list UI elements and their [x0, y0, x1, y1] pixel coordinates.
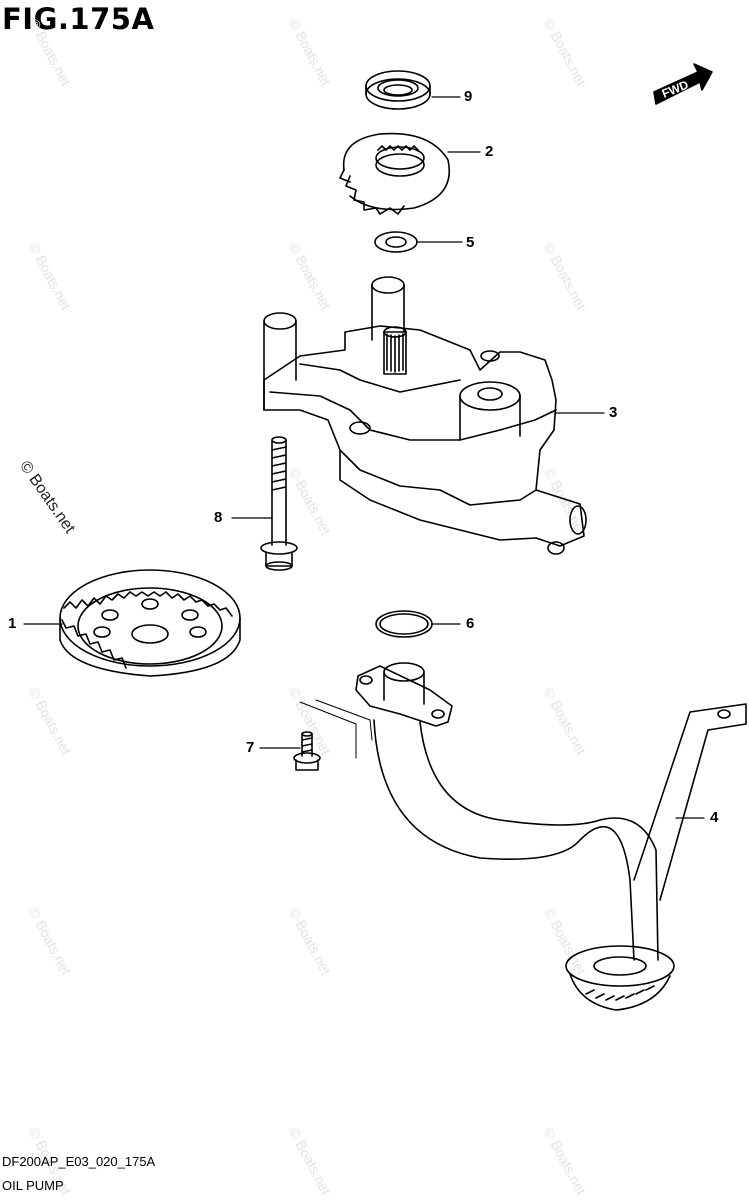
- washer-part5: [374, 231, 418, 253]
- fwd-arrow-icon: FWD: [653, 63, 713, 105]
- figure-title: FIG.175A: [2, 2, 155, 36]
- drawing-code: DF200AP_E03_020_175A: [2, 1154, 156, 1169]
- callout-7[interactable]: 7: [246, 739, 255, 756]
- callout-8[interactable]: 8: [214, 509, 223, 526]
- driven-gear-part1: [59, 569, 241, 677]
- fwd-label: FWD: [660, 77, 691, 100]
- callout-1[interactable]: 1: [8, 615, 17, 632]
- drive-gear-part2: [339, 132, 450, 215]
- strainer-bolt-part7: [293, 731, 321, 771]
- o-ring-part6: [375, 610, 433, 638]
- callout-4[interactable]: 4: [710, 809, 719, 826]
- callout-3[interactable]: 3: [609, 404, 618, 421]
- callout-6[interactable]: 6: [466, 615, 475, 632]
- callout-9[interactable]: 9: [464, 88, 473, 105]
- oil-pump-body-part3: [263, 276, 587, 555]
- figure-caption: OIL PUMP: [2, 1178, 64, 1193]
- oil-seal-part9: [365, 70, 431, 110]
- callout-2[interactable]: 2: [485, 143, 494, 160]
- callout-5[interactable]: 5: [466, 234, 475, 251]
- oil-strainer-pipe-part4: [355, 662, 747, 1011]
- pump-bolt-part8: [260, 436, 298, 571]
